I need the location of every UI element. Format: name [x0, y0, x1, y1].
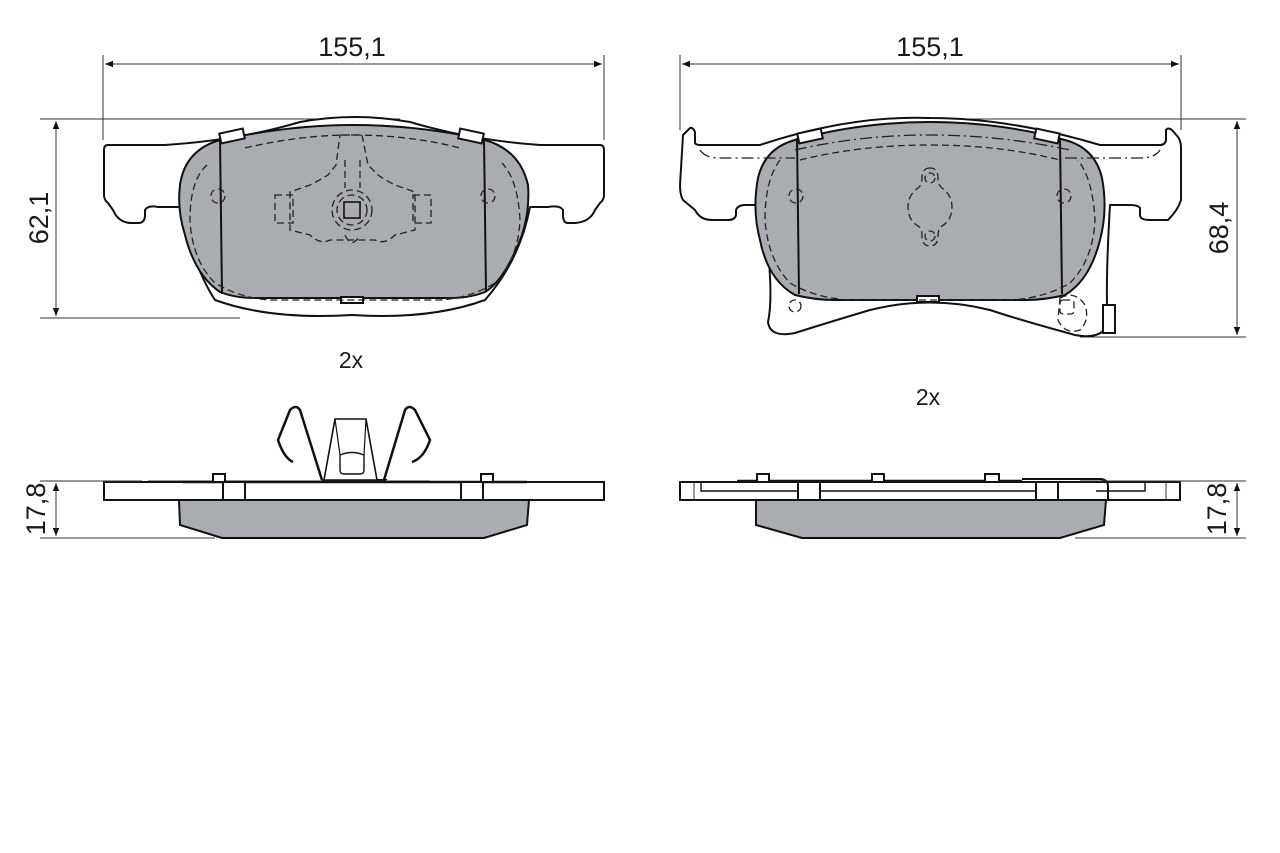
left-height-dimension: 62,1: [24, 192, 54, 245]
left-quantity-label: 2x: [339, 347, 364, 373]
left-pad-side-view: 17,8: [21, 405, 605, 539]
right-height-dimension: 68,4: [1204, 202, 1234, 255]
right-thickness-dimension: 17,8: [1202, 483, 1232, 536]
right-pad-front-view: 155,1 68,4: [679, 32, 1246, 338]
left-thickness-dimension: 17,8: [21, 483, 51, 536]
left-width-dimension: 155,1: [318, 32, 386, 62]
right-pad-side-view: 17,8: [679, 473, 1246, 539]
right-quantity-label: 2x: [916, 384, 941, 410]
left-pad-front-view: 155,1 62,1: [24, 32, 605, 319]
piston-mount-dashed: [274, 134, 432, 244]
right-width-dimension: 155,1: [896, 32, 964, 62]
